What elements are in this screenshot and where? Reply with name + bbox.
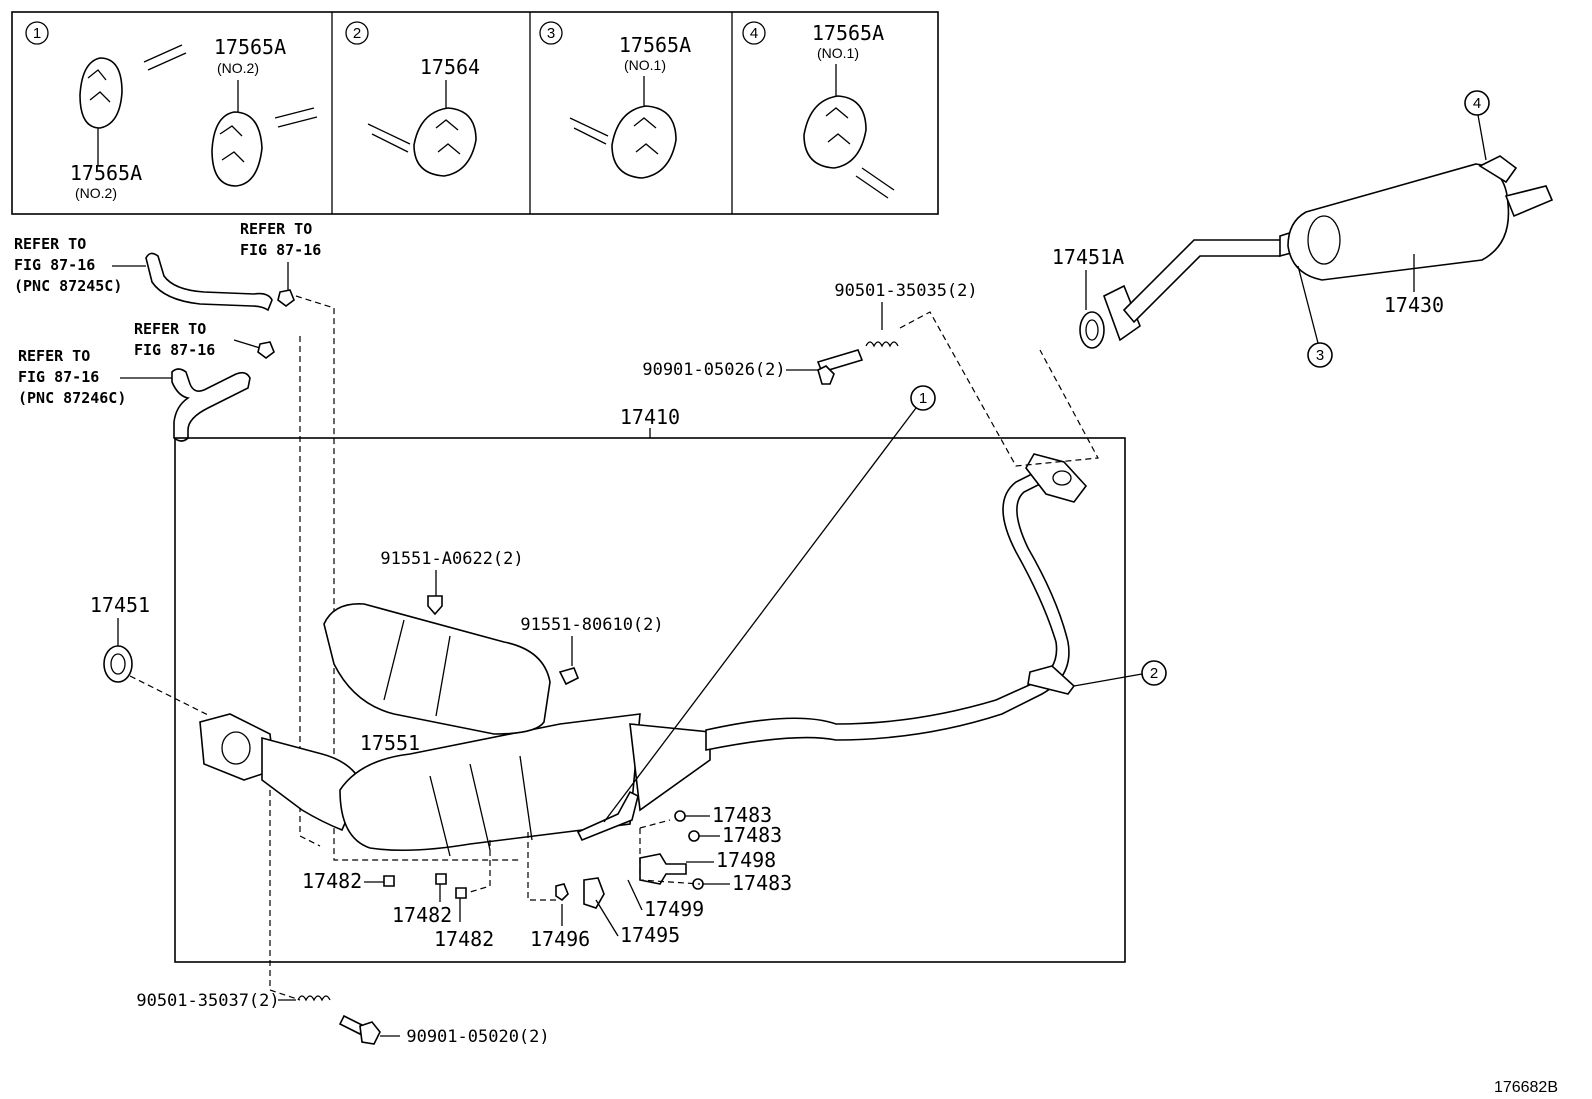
svg-text:17430: 17430 (1384, 293, 1444, 317)
part-label: 17565A (70, 161, 142, 185)
exhaust-pipe-drawing (199, 453, 1088, 909)
svg-text:2: 2 (1150, 665, 1158, 682)
inset-box-1: 1 17565A (NO.2) 17565A (NO.2) (25, 21, 318, 201)
hanger-inset-panel (11, 11, 939, 215)
bolt-spring-set-upper: 90501-35035(2) 90901-05026(2) (642, 281, 1099, 467)
callout-2: 2 (1073, 660, 1167, 687)
svg-text:FIG 87-16: FIG 87-16 (240, 241, 321, 259)
inset-box-2: 2 17564 (345, 21, 480, 177)
svg-text:FIG 87-16: FIG 87-16 (14, 256, 95, 274)
svg-text:(PNC 87245C): (PNC 87245C) (14, 277, 122, 295)
box-number-1: 1 (33, 25, 41, 42)
svg-text:1: 1 (919, 390, 927, 407)
bolt-spring-set-lower: 90501-35037(2) 90901-05020(2) (136, 991, 549, 1047)
svg-text:17496: 17496 (530, 927, 590, 951)
svg-text:17483: 17483 (722, 823, 782, 847)
reference-note-fig-87-16-b: REFER TO FIG 87-16 (134, 320, 275, 359)
svg-text:90501-35037(2): 90501-35037(2) (136, 991, 279, 1011)
dashed-leader (295, 295, 520, 861)
part-label: 17565A (812, 21, 884, 45)
svg-text:(PNC 87246C): (PNC 87246C) (18, 389, 126, 407)
callout-1: 1 (603, 385, 936, 823)
sensor-hardware-labels: 17483 17483 17498 17483 17499 17495 1749… (527, 803, 792, 951)
box-number-3: 3 (547, 25, 555, 42)
hanger-rubber-icon (79, 44, 187, 129)
reference-note-87246c: REFER TO FIG 87-16 (PNC 87246C) (18, 347, 251, 442)
svg-text:90501-35035(2): 90501-35035(2) (834, 281, 977, 301)
part-label-91551-80610: 91551-80610(2) (520, 615, 663, 635)
hanger-rubber-icon (367, 107, 477, 177)
svg-text:4: 4 (1473, 95, 1481, 112)
svg-text:17482: 17482 (302, 869, 362, 893)
part-label: 17565A (619, 33, 691, 57)
svg-text:REFER TO: REFER TO (134, 320, 206, 338)
inset-box-3: 3 17565A (NO.1) (539, 21, 691, 179)
part-label: 17565A (214, 35, 286, 59)
svg-text:17483: 17483 (732, 871, 792, 895)
gasket-17451a: 17451A (1052, 245, 1124, 349)
callout-4: 4 (1464, 90, 1490, 161)
svg-text:17451: 17451 (90, 593, 150, 617)
svg-text:17495: 17495 (620, 923, 680, 947)
inset-box-4: 4 17565A (NO.1) (742, 21, 895, 199)
svg-text:FIG 87-16: FIG 87-16 (134, 341, 215, 359)
box-number-2: 2 (353, 25, 361, 42)
svg-text:FIG 87-16: FIG 87-16 (18, 368, 99, 386)
box-number-4: 4 (750, 25, 758, 42)
diagram-id: 176682B (1494, 1079, 1558, 1096)
svg-text:REFER TO: REFER TO (14, 235, 86, 253)
svg-text:17451A: 17451A (1052, 245, 1124, 269)
bolt-labels-17482: 17482 17482 17482 (302, 840, 494, 951)
svg-text:17498: 17498 (716, 848, 776, 872)
part-sublabel: (NO.2) (75, 185, 117, 201)
muffler-17430: 17430 (1103, 155, 1554, 342)
part-label-17410: 17410 (620, 405, 680, 429)
bolt-icon (427, 595, 443, 616)
dashed-leader (299, 336, 321, 847)
exhaust-pipe-assembly-box: 17410 (174, 405, 1126, 963)
part-sublabel: (NO.1) (624, 57, 666, 73)
hanger-rubber-icon (803, 95, 895, 199)
svg-text:3: 3 (1316, 347, 1324, 364)
svg-text:17483: 17483 (712, 803, 772, 827)
part-label: 17564 (420, 55, 480, 79)
dashed-leader (269, 760, 301, 1001)
bolt-icon (558, 667, 580, 686)
svg-text:REFER TO: REFER TO (18, 347, 90, 365)
part-sublabel: (NO.2) (217, 60, 259, 76)
part-label-91551-a0622: 91551-A0622(2) (380, 549, 523, 569)
svg-text:REFER TO: REFER TO (240, 220, 312, 238)
reference-note-87245c: REFER TO FIG 87-16 (PNC 87245C) (14, 235, 273, 312)
hanger-rubber-icon (211, 107, 318, 187)
svg-text:17482: 17482 (434, 927, 494, 951)
svg-text:17499: 17499 (644, 897, 704, 921)
part-sublabel: (NO.1) (817, 45, 859, 61)
callout-3: 3 (1297, 265, 1333, 368)
gasket-17451: 17451 (90, 593, 211, 717)
hanger-rubber-icon (569, 105, 677, 179)
svg-text:90901-05020(2): 90901-05020(2) (406, 1027, 549, 1047)
part-label-17551: 17551 (360, 731, 420, 755)
svg-text:17482: 17482 (392, 903, 452, 927)
reference-note-fig-87-16-a: REFER TO FIG 87-16 (240, 220, 321, 307)
svg-text:90901-05026(2): 90901-05026(2) (642, 360, 785, 380)
